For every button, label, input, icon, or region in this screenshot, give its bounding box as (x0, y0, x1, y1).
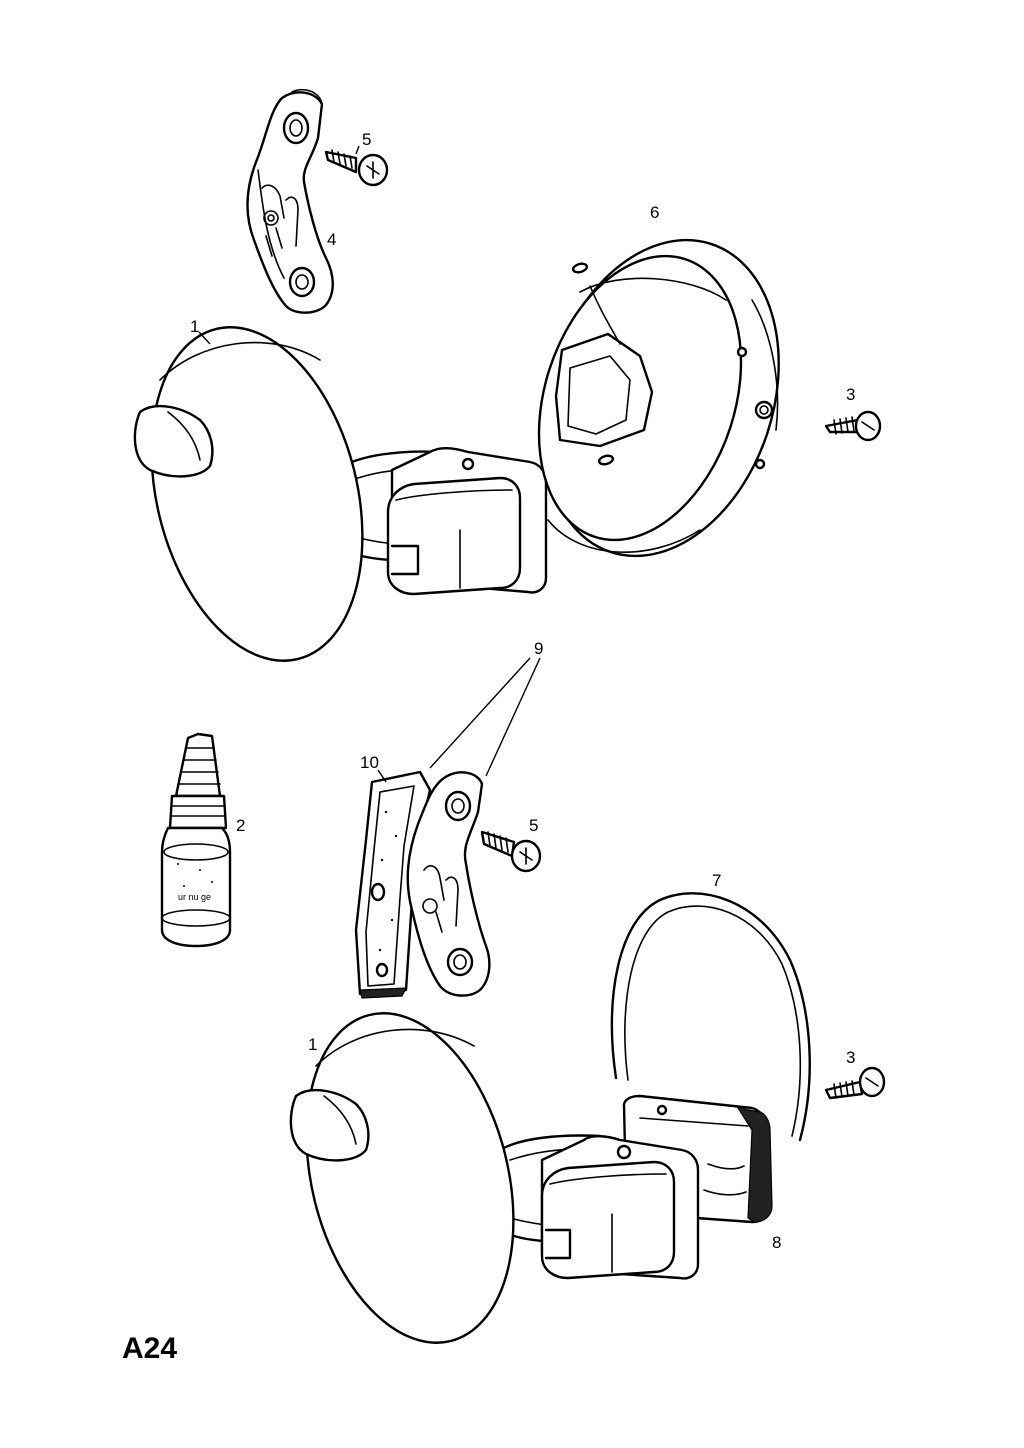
callout-7: 7 (712, 871, 721, 890)
callout-5-top: 5 (362, 130, 371, 149)
leader-lines (198, 145, 541, 783)
leader-9b (485, 657, 541, 777)
diagram-reference-code: A24 (122, 1332, 177, 1365)
callout-4: 4 (327, 230, 336, 249)
callout-5-bottom: 5 (529, 816, 538, 835)
adhesive-bottle-part-2: ur nu ge (160, 732, 232, 948)
leader-9a (429, 657, 531, 769)
callout-labels: 5 4 6 1 3 9 10 2 5 7 1 3 8 (190, 130, 855, 1252)
leader-10 (377, 769, 387, 783)
seal-ring-part-7 (610, 892, 811, 1142)
gasket-part-10 (354, 770, 432, 999)
screw-part-3-top (824, 410, 882, 442)
callout-6: 6 (650, 203, 659, 222)
mounting-bracket-part-4 (246, 88, 334, 314)
screw-part-3-bottom (824, 1066, 886, 1100)
callout-8: 8 (772, 1233, 781, 1252)
lamp-assembly-part-1-bottom (289, 1012, 700, 1344)
lamp-assembly-part-1-top (133, 326, 548, 662)
callout-3-bottom: 3 (846, 1048, 855, 1067)
bracket-part-9 (406, 771, 491, 997)
screw-part-5-bottom (480, 830, 542, 873)
screw-part-5-top (324, 149, 389, 187)
bottle-label: ur nu ge (178, 892, 211, 902)
leader-5-top (355, 145, 360, 155)
callout-9: 9 (534, 639, 543, 658)
callout-3-top: 3 (846, 385, 855, 404)
leader-1-top (198, 331, 211, 345)
callout-10: 10 (360, 753, 379, 772)
callout-2: 2 (236, 816, 245, 835)
ring-housing-part-6 (537, 238, 780, 558)
callout-1-bottom: 1 (308, 1035, 317, 1054)
callout-1-top: 1 (190, 317, 199, 336)
